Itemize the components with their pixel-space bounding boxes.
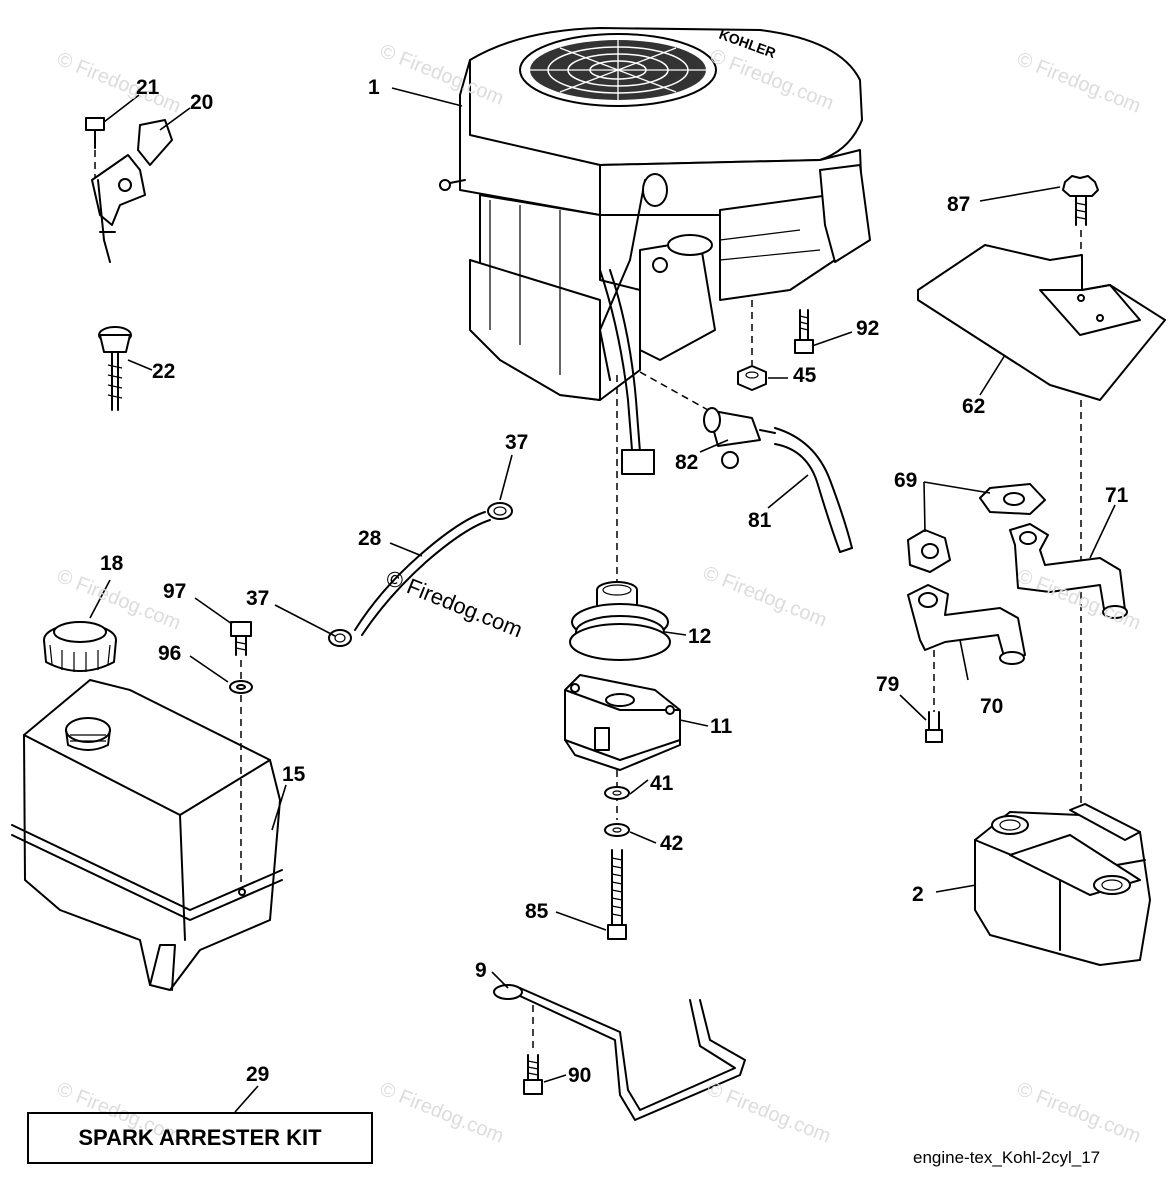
spark-arrester-kit-box: SPARK ARRESTER KIT [27,1112,373,1164]
callout-92: 92 [856,317,880,340]
callout-18: 18 [100,552,124,575]
gasket-part-69-right [979,483,1046,515]
callout-37-lower: 37 [246,587,270,610]
callout-28: 28 [358,527,382,550]
fuel-tank-part-15 [11,679,283,991]
callout-2: 2 [912,883,924,906]
callout-21: 21 [136,76,160,99]
callout-11: 11 [710,715,733,738]
knob-part-87 [1062,175,1099,226]
knob-part-22 [98,326,132,411]
clamp-part-37-upper [487,502,513,520]
washer-part-42 [604,823,630,837]
callout-79: 79 [876,673,900,696]
callout-12: 12 [688,625,712,648]
nut-part-45 [737,365,767,391]
washer-part-96 [229,680,253,885]
muffler-part-2 [974,803,1151,966]
rod-part-9 [493,984,746,1121]
callout-1: 1 [368,76,380,99]
bolt-part-21 [85,117,105,178]
callout-22: 22 [152,360,176,383]
bolt-part-90 [523,1054,543,1095]
bolt-part-97 [230,621,252,680]
throttle-bracket-part-20 [91,119,173,263]
callout-90: 90 [568,1064,592,1087]
fuel-hose-part-81 [774,427,853,553]
leader-lines [89,87,1116,1113]
exhaust-pipe-part-71 [1009,523,1128,619]
callout-87: 87 [947,193,971,216]
bolt-part-79 [925,711,943,743]
spark-arrester-kit-label: SPARK ARRESTER KIT [78,1125,322,1150]
callout-29: 29 [246,1063,270,1086]
callout-9: 9 [475,959,487,982]
callout-45: 45 [793,364,817,387]
callout-42: 42 [660,832,684,855]
engine-part-1: KOHLER [439,26,871,475]
exhaust-pipe-part-70 [907,584,1026,665]
gasket-part-69-left [907,529,951,573]
callout-37-upper: 37 [505,431,529,454]
callout-82: 82 [675,451,699,474]
washer-part-41 [604,786,630,800]
bolt-part-92 [794,309,814,354]
callout-96: 96 [158,642,182,665]
callout-62: 62 [962,395,986,418]
fuel-filter-part-82 [703,407,776,469]
callout-71: 71 [1105,484,1129,507]
fuel-cap-part-18 [43,621,117,672]
callout-70: 70 [980,695,1004,718]
callout-81: 81 [748,509,772,532]
callout-41: 41 [650,772,674,795]
callout-69: 69 [894,469,918,492]
diagram-code: engine-tex_Kohl-2cyl_17 [913,1148,1101,1167]
callout-15: 15 [282,763,306,786]
heat-shield-part-62 [917,244,1166,401]
engine-fan-grill [530,40,706,100]
bolt-part-85 [607,849,627,940]
clamp-part-37-lower [328,629,352,647]
pulley-part-12 [569,581,671,661]
callout-97: 97 [163,580,187,603]
callout-20: 20 [190,91,214,114]
clutch-part-11 [564,674,681,771]
callout-85: 85 [525,900,549,923]
